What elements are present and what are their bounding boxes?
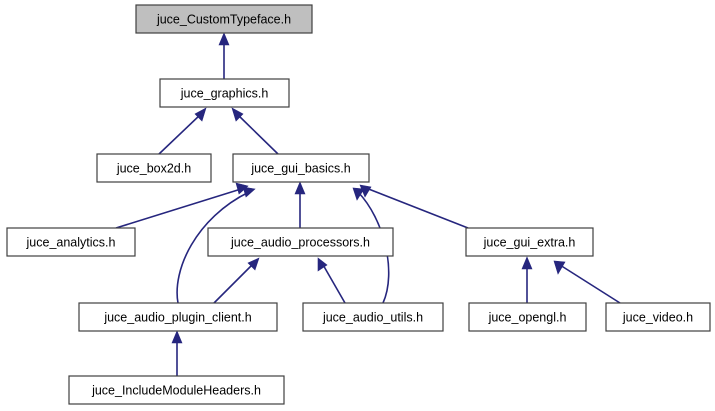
node-analytics[interactable]: juce_analytics.h xyxy=(6,227,136,257)
edge-video-to-gui_extra xyxy=(559,264,621,304)
node-box-custom_typeface[interactable] xyxy=(135,4,313,34)
arrowhead-include_module_headers-to-audio_plugin_client xyxy=(171,330,183,344)
node-label-audio_plugin_client: juce_audio_plugin_client.h xyxy=(103,310,251,324)
node-box-graphics[interactable] xyxy=(159,78,290,108)
node-video[interactable]: juce_video.h xyxy=(605,302,711,332)
node-label-analytics: juce_analytics.h xyxy=(26,235,116,249)
node-audio_utils[interactable]: juce_audio_utils.h xyxy=(302,302,444,332)
node-box-analytics[interactable] xyxy=(6,227,136,257)
arrowhead-graphics-to-custom_typeface xyxy=(218,32,230,46)
node-gui_basics[interactable]: juce_gui_basics.h xyxy=(232,153,370,183)
node-box-include_module_headers[interactable] xyxy=(68,375,285,405)
node-box-box2d[interactable] xyxy=(96,153,212,183)
node-box-gui_basics[interactable] xyxy=(232,153,370,183)
edge-audio_plugin_client-to-gui_basics xyxy=(176,191,250,304)
node-box2d[interactable]: juce_box2d.h xyxy=(96,153,212,183)
node-label-graphics: juce_graphics.h xyxy=(180,86,269,100)
node-box-audio_utils[interactable] xyxy=(302,302,444,332)
node-audio_plugin_client[interactable]: juce_audio_plugin_client.h xyxy=(78,302,278,332)
node-include_module_headers[interactable]: juce_IncludeModuleHeaders.h xyxy=(68,375,285,405)
node-layer: juce_CustomTypeface.h juce_graphics.hjuce… xyxy=(6,4,711,405)
node-label-custom_typeface: juce_CustomTypeface.h xyxy=(156,12,291,26)
node-label-opengl: juce_opengl.h xyxy=(488,310,567,324)
node-box-audio_processors[interactable] xyxy=(207,227,394,257)
arrowhead-audio_plugin_client-to-audio_processors xyxy=(247,257,260,271)
arrowhead-box2d-to-graphics xyxy=(194,107,207,122)
arrowhead-opengl-to-gui_extra xyxy=(521,256,533,270)
node-gui_extra[interactable]: juce_gui_extra.h xyxy=(465,227,594,257)
node-label-include_module_headers: juce_IncludeModuleHeaders.h xyxy=(91,383,261,397)
node-label-audio_processors: juce_audio_processors.h xyxy=(230,235,370,249)
edge-gui_basics-to-graphics xyxy=(236,113,279,155)
arrowhead-audio_plugin_client-to-gui_basics xyxy=(242,186,256,198)
arrowhead-audio_processors-to-gui_basics xyxy=(294,181,306,195)
arrowhead-gui_basics-to-graphics xyxy=(231,107,244,122)
node-box-audio_plugin_client[interactable] xyxy=(78,302,278,332)
arrowhead-audio_utils-to-gui_basics xyxy=(352,187,365,201)
node-graphics[interactable]: juce_graphics.h xyxy=(159,78,290,108)
arrowhead-video-to-gui_extra xyxy=(553,260,566,275)
node-custom_typeface[interactable]: juce_CustomTypeface.h xyxy=(135,4,313,34)
edge-audio_plugin_client-to-audio_processors xyxy=(213,262,255,304)
edge-gui_extra-to-gui_basics xyxy=(365,187,469,229)
node-label-box2d: juce_box2d.h xyxy=(116,161,191,175)
node-audio_processors[interactable]: juce_audio_processors.h xyxy=(207,227,394,257)
node-box-opengl[interactable] xyxy=(468,302,587,332)
node-label-gui_extra: juce_gui_extra.h xyxy=(483,235,576,249)
node-box-gui_extra[interactable] xyxy=(465,227,594,257)
edge-audio_utils-to-audio_processors xyxy=(321,262,346,304)
node-label-video: juce_video.h xyxy=(622,310,693,324)
node-box-video[interactable] xyxy=(605,302,711,332)
node-opengl[interactable]: juce_opengl.h xyxy=(468,302,587,332)
node-label-audio_utils: juce_audio_utils.h xyxy=(322,310,423,324)
arrowhead-analytics-to-gui_basics xyxy=(235,182,249,195)
arrowhead-audio_utils-to-audio_processors xyxy=(317,257,328,272)
node-label-gui_basics: juce_gui_basics.h xyxy=(250,161,350,175)
edge-box2d-to-graphics xyxy=(158,113,202,155)
edge-analytics-to-gui_basics xyxy=(115,188,242,229)
